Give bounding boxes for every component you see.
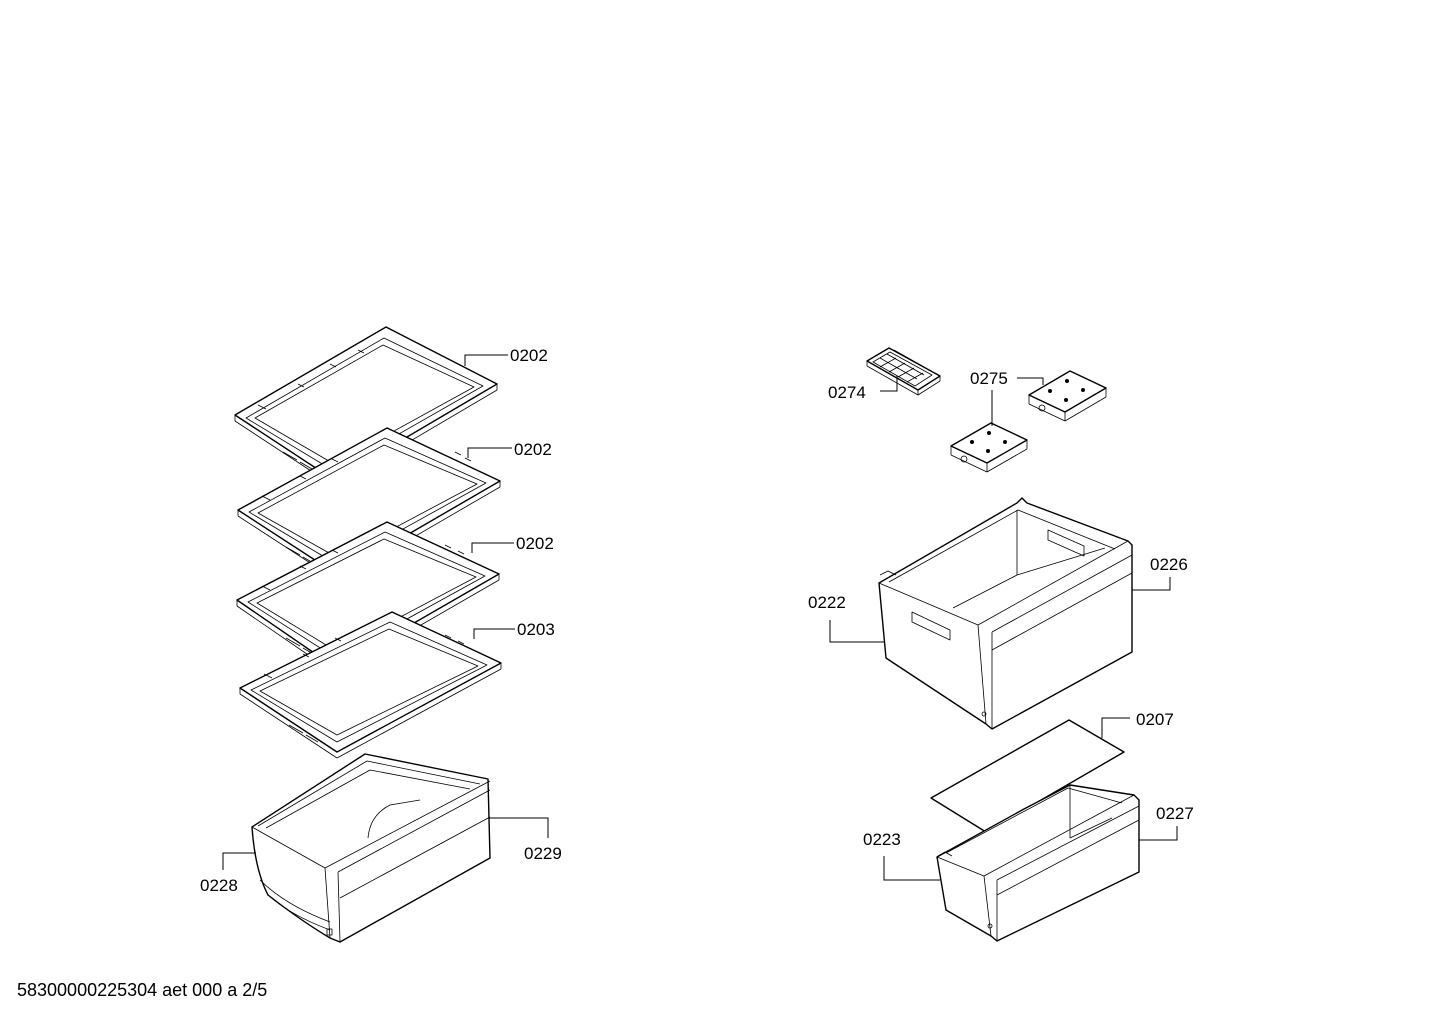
label-lower-drawer-body: 0223 [863,830,901,849]
label-shelf-2: 0202 [514,440,552,459]
label-lower-drawer-front: 0227 [1156,804,1194,823]
label-drawer-cover: 0207 [1136,710,1174,729]
upper-drawer [878,497,1133,730]
label-shelf-4: 0203 [517,620,555,639]
label-upper-drawer-front: 0226 [1150,555,1188,574]
document-footer-code: 58300000225304 aet 000 a 2/5 [17,980,268,1000]
label-ice-packs: 0275 [970,369,1008,388]
left-drawer [251,753,491,943]
label-shelf-1: 0202 [510,346,548,365]
label-left-drawer-body: 0228 [200,876,238,895]
ice-pack-front [950,422,1028,473]
ice-pack-back [1028,370,1107,422]
label-ice-tray: 0274 [828,383,866,402]
label-shelf-3: 0202 [516,534,554,553]
shelf-0202-top [234,326,498,487]
drawer-cover [930,719,1125,833]
lower-drawer [936,784,1140,942]
ice-tray [866,347,941,396]
shelf-0202-second [237,427,501,582]
shelf-0203-fourth [239,611,502,759]
label-upper-drawer-body: 0222 [808,593,846,612]
label-left-drawer-front: 0229 [524,844,562,863]
leader-lines [222,354,1178,881]
